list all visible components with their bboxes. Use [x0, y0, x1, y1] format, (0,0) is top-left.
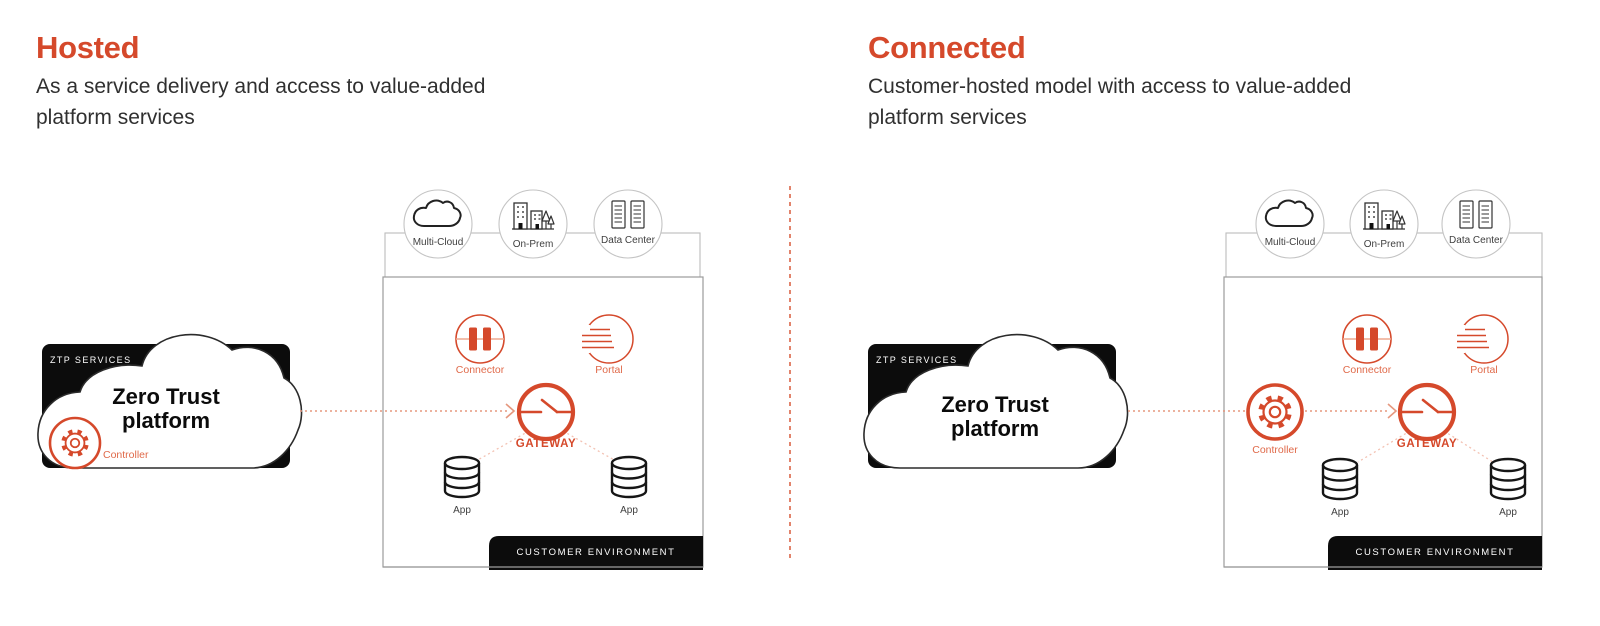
connector-icon	[1342, 314, 1392, 364]
hosted-subtitle: As a service delivery and access to valu…	[36, 75, 486, 129]
hosted-app-left-label: App	[453, 505, 471, 516]
connected-on-prem-label: On-Prem	[1364, 239, 1405, 250]
connected-env-banner	[1328, 536, 1542, 570]
connected-connector-node: Connector	[1342, 314, 1392, 376]
connected-multi-cloud-label: Multi-Cloud	[1265, 237, 1316, 248]
connected-multicloud-node: Multi-Cloud	[1255, 189, 1325, 259]
connected-subtitle: Customer-hosted model with access to val…	[868, 75, 1352, 129]
hosted-connector-node: Connector	[455, 314, 505, 376]
data-center-label: Data Center	[601, 235, 656, 246]
connected-flow-arrowhead	[1387, 403, 1398, 419]
connector-icon	[455, 314, 505, 364]
hosted-gateway-label: GATEWAY	[516, 438, 576, 450]
connected-title: Connected	[868, 30, 1026, 65]
connected-controller-node: Controller	[1246, 383, 1304, 456]
hosted-portal-node: Portal	[578, 314, 634, 376]
connected-datacenter-node: Data Center	[1441, 189, 1511, 259]
connected-platform-title-line1: Zero Trust	[941, 392, 1049, 417]
hosted-title: Hosted	[36, 30, 140, 65]
on-prem-label: On-Prem	[513, 239, 554, 250]
hosted-env-label: CUSTOMER ENVIRONMENT	[516, 547, 675, 558]
database-icon	[443, 455, 481, 499]
hosted-header: Hosted As a service delivery and access …	[36, 30, 546, 133]
database-icon	[1321, 457, 1359, 501]
connected-header: Connected Customer-hosted model with acc…	[868, 30, 1378, 133]
hosted-multicloud-node: Multi-Cloud	[403, 189, 473, 259]
hosted-app-right-label: App	[620, 505, 638, 516]
hosted-diagram: Multi-Cloud On-Prem Data Center ZTP SERV…	[37, 189, 704, 570]
connected-app-left-label: App	[1331, 507, 1349, 518]
connected-app-left: App	[1321, 457, 1359, 518]
hosted-app-left: App	[443, 455, 481, 516]
connected-portal-label: Portal	[1470, 364, 1497, 376]
hosted-env-banner	[489, 536, 703, 570]
connected-app-right-label: App	[1499, 507, 1517, 518]
connected-controller-label: Controller	[1252, 444, 1298, 456]
connected-diagram: Multi-Cloud On-Prem Data Center ZTP SERV…	[863, 189, 1543, 570]
connected-gateway-label: GATEWAY	[1397, 438, 1457, 450]
hosted-onprem-node: On-Prem	[498, 189, 568, 259]
connected-data-center-label: Data Center	[1449, 235, 1504, 246]
hosted-controller-label: Controller	[103, 449, 149, 461]
database-icon	[610, 455, 648, 499]
hosted-connector-label: Connector	[456, 364, 505, 376]
connected-portal-node: Portal	[1453, 314, 1509, 376]
connected-onprem-node: On-Prem	[1349, 189, 1419, 259]
hosted-flow-arrowhead	[505, 403, 516, 419]
hosted-ztp-label: ZTP SERVICES	[50, 355, 132, 365]
multi-cloud-label: Multi-Cloud	[413, 237, 464, 248]
hosted-platform-title-line2: platform	[122, 408, 210, 433]
gateway-icon	[1400, 385, 1454, 439]
connected-platform-title-line2: platform	[951, 416, 1039, 441]
hosted-app-right: App	[610, 455, 648, 516]
hosted-controller-node: Controller	[48, 416, 149, 470]
hosted-gateway-node: GATEWAY	[475, 385, 617, 462]
connected-ztp-label: ZTP SERVICES	[876, 355, 958, 365]
hosted-platform-title-line1: Zero Trust	[112, 384, 220, 409]
connected-env-label: CUSTOMER ENVIRONMENT	[1355, 547, 1514, 558]
connected-gateway-node: GATEWAY	[1357, 385, 1497, 465]
hosted-datacenter-node: Data Center	[593, 189, 663, 259]
database-icon	[1489, 457, 1527, 501]
connected-app-right: App	[1489, 457, 1527, 518]
connected-connector-label: Connector	[1343, 364, 1392, 376]
hosted-portal-label: Portal	[595, 364, 622, 376]
gateway-icon	[519, 385, 573, 439]
